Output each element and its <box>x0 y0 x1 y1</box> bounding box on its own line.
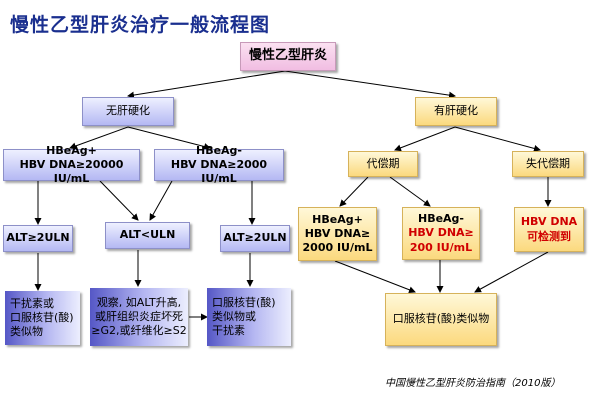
arrow-compensated-to-hbeag-neg <box>389 176 431 207</box>
cirrhosis-treatment-node: 口服核苷(酸)类似物 <box>385 293 497 346</box>
hbeag-negative-node: HBeAg- HBV DNA≥2000 IU/mL <box>154 144 284 185</box>
treatment-ifn-or-na-node: 干扰素或 口服核苷(酸) 类似物 <box>5 291 80 345</box>
arrow-no-cirrhosis-to-hbeag-pos <box>69 126 129 150</box>
observation-node: 观察, 如ALT升高, 或肝组织炎症坏死 ≥G2,或纤维化≥S2 <box>90 288 188 346</box>
arrow-comp-pos-to-treatment <box>334 260 416 294</box>
arrow-hbeag-pos-to-alt-low <box>99 180 139 221</box>
arrow-cirrhosis-to-decompensated <box>454 126 541 152</box>
arrow-root-to-no-cirrhosis <box>127 70 286 99</box>
arrow-no-cirrhosis-to-hbeag-neg <box>127 126 211 150</box>
alt-low-node: ALT<ULN <box>105 222 190 249</box>
no-cirrhosis-node: 无肝硬化 <box>82 97 174 126</box>
root-node: 慢性乙型肝炎 <box>240 42 336 71</box>
comp-hbv-dna-threshold: HBV DNA≥ 200 IU/mL <box>408 226 474 254</box>
source-footnote: 中国慢性乙型肝炎防治指南（2010版） <box>385 378 561 389</box>
arrow-root-to-cirrhosis <box>284 70 456 99</box>
treatment-na-or-ifn-node: 口服核苷(酸) 类似物或 干扰素 <box>207 288 291 346</box>
arrow-compensated-to-hbeag-pos <box>339 176 369 207</box>
comp-hbeag-negative-node: HBeAg- HBV DNA≥ 200 IU/mL <box>402 207 480 260</box>
hbeag-positive-node: HBeAg+ HBV DNA≥20000 IU/mL <box>3 144 140 185</box>
alt-high-right-node: ALT≥2ULN <box>220 225 290 252</box>
compensated-node: 代偿期 <box>348 151 418 177</box>
comp-hbeag-negative-label: HBeAg- <box>417 212 464 226</box>
arrow-cirrhosis-to-compensated <box>394 126 456 152</box>
cirrhosis-node: 有肝硬化 <box>415 97 497 126</box>
page-title: 慢性乙型肝炎治疗一般流程图 <box>10 14 271 36</box>
arrow-decomp-to-treatment <box>474 251 549 293</box>
arrow-hbeag-neg-to-alt-low <box>149 180 173 221</box>
alt-high-left-node: ALT≥2ULN <box>3 225 73 252</box>
decomp-hbv-detectable-node: HBV DNA 可检测到 <box>514 207 584 252</box>
decompensated-node: 失代偿期 <box>512 151 584 177</box>
comp-hbeag-positive-node: HBeAg+ HBV DNA≥ 2000 IU/mL <box>298 207 377 261</box>
